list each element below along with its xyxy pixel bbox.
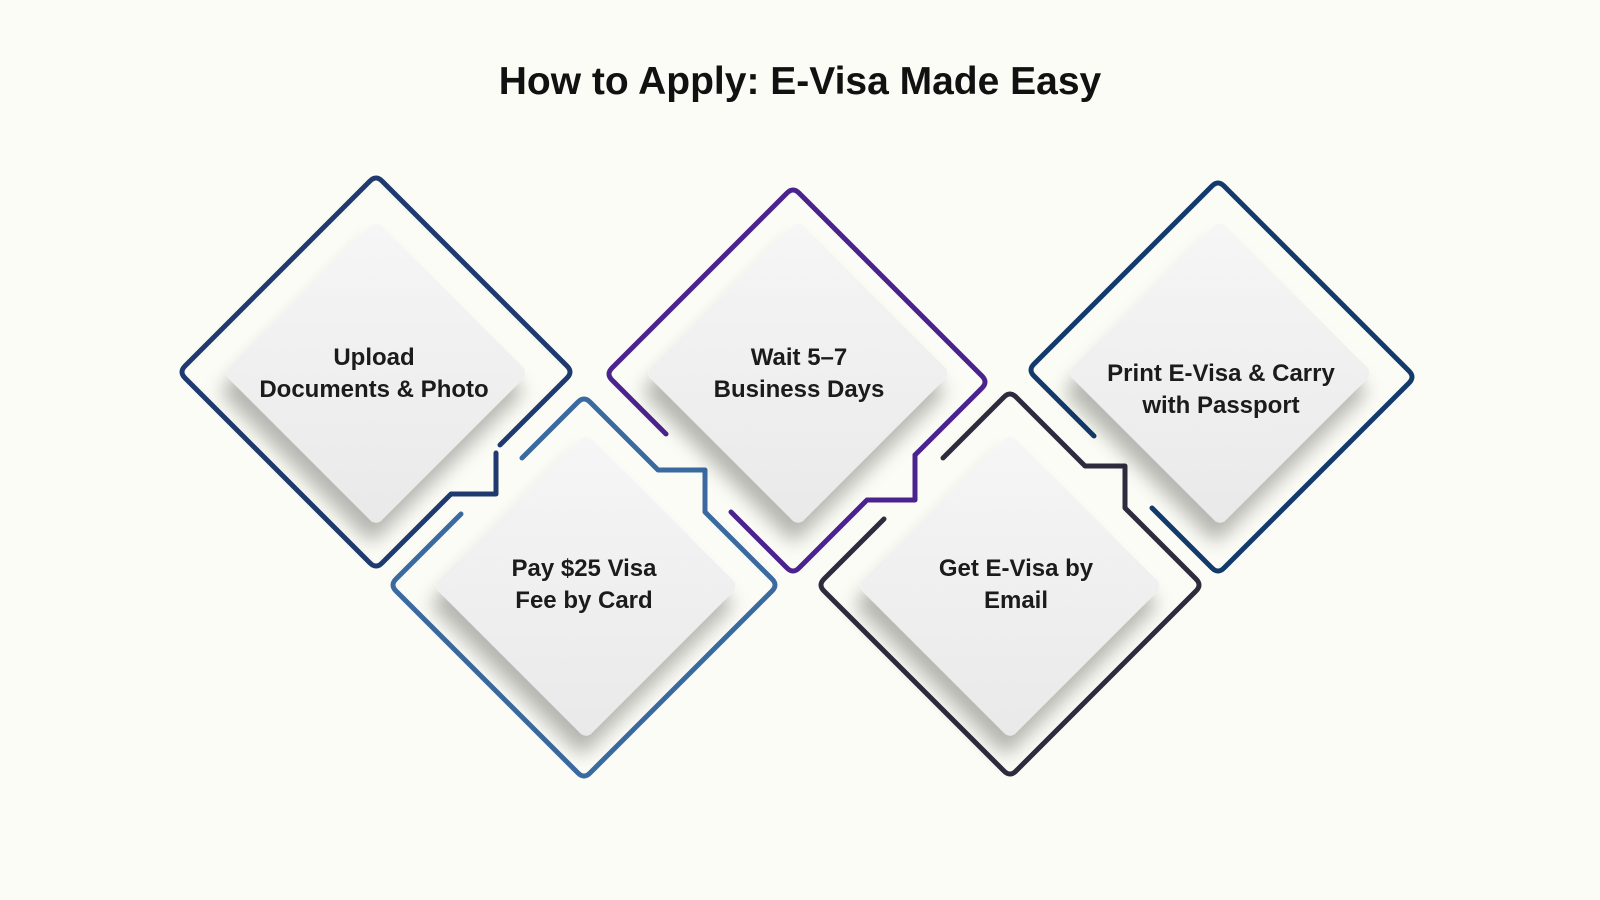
step-1-tile [226,223,526,523]
step-3-label: Wait 5–7 Business Days [713,344,885,403]
step-2-tile [436,436,736,736]
step-1-label: Upload Documents & Photo [259,344,489,403]
step-3-tile [648,223,948,523]
step-1-outline [179,175,573,569]
step-5-outline [1028,180,1415,574]
step-3-outline-tail [728,452,918,574]
step-2-label: Pay $25 Visa Fee by Card [511,555,657,614]
step-4-label: Get E-Visa by Email [938,555,1094,614]
step-3-outline [606,187,988,458]
step-4-outline [818,391,1202,777]
step-2-outline [390,396,778,779]
step-4-tile [860,436,1160,736]
step-5-tile [1070,223,1370,523]
step-5-label: Print E-Visa & Carry with Passport [1107,360,1335,419]
page-title: How to Apply: E-Visa Made Easy [498,60,1102,103]
